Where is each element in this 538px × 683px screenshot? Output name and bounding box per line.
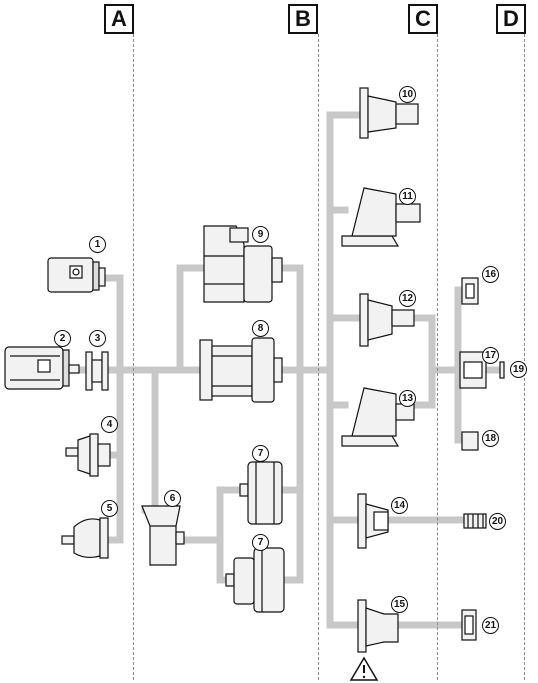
column-b-divider (318, 34, 319, 680)
motor-1-drawing (47, 257, 106, 293)
output-10-drawing (359, 87, 419, 139)
callout-12: 12 (399, 290, 416, 307)
callout-17: 17 (482, 347, 499, 364)
callout-14: 14 (391, 497, 408, 514)
callout-6: 6 (164, 490, 181, 507)
output-15-drawing (357, 599, 399, 653)
callout-1: 1 (89, 236, 106, 253)
spline-20-drawing (463, 513, 487, 529)
ring-21-drawing (461, 609, 477, 641)
output-12-drawing (359, 293, 415, 347)
angle-stage-6-drawing (141, 505, 185, 566)
output-14-drawing (357, 493, 389, 549)
shaft-18-drawing (461, 431, 479, 451)
callout-19: 19 (510, 361, 527, 378)
callout-8: 8 (252, 320, 269, 337)
column-c-header: C (408, 4, 438, 34)
callout-10: 10 (399, 86, 416, 103)
column-a-divider (133, 34, 134, 680)
callout-11: 11 (399, 188, 416, 205)
callout-5: 5 (101, 500, 118, 517)
callout-18: 18 (482, 430, 499, 447)
column-d-divider (524, 34, 525, 680)
adapter-4-drawing (65, 433, 111, 477)
gear-unit-9-drawing (203, 225, 283, 303)
callout-16: 16 (482, 266, 499, 283)
callout-4: 4 (101, 416, 118, 433)
column-b-header: B (288, 4, 318, 34)
adapter-5-drawing (61, 517, 109, 559)
callout-3: 3 (89, 330, 106, 347)
callout-9: 9 (252, 226, 269, 243)
warning-triangle-icon (349, 656, 379, 681)
gear-unit-7b-drawing (225, 547, 285, 613)
callout-15: 15 (391, 596, 408, 613)
callout-21: 21 (482, 617, 499, 634)
callout-2: 2 (54, 330, 71, 347)
output-11-drawing (341, 187, 421, 247)
connector-lines (66, 111, 502, 629)
callout-7a: 7 (252, 445, 269, 462)
shaft-17-drawing (459, 351, 487, 389)
callout-20: 20 (489, 513, 506, 530)
column-d-header: D (496, 4, 526, 34)
pin-19-drawing (499, 361, 505, 379)
adapter-3-drawing (85, 351, 109, 391)
output-13-drawing (341, 387, 415, 447)
motor-2-drawing (4, 346, 80, 390)
callout-13: 13 (399, 390, 416, 407)
column-c-divider (437, 34, 438, 680)
gear-unit-7a-drawing (239, 461, 283, 525)
callout-7b: 7 (252, 534, 269, 551)
gear-unit-8-drawing (199, 337, 283, 403)
column-a-header: A (104, 4, 134, 34)
shaft-16-drawing (461, 277, 479, 305)
